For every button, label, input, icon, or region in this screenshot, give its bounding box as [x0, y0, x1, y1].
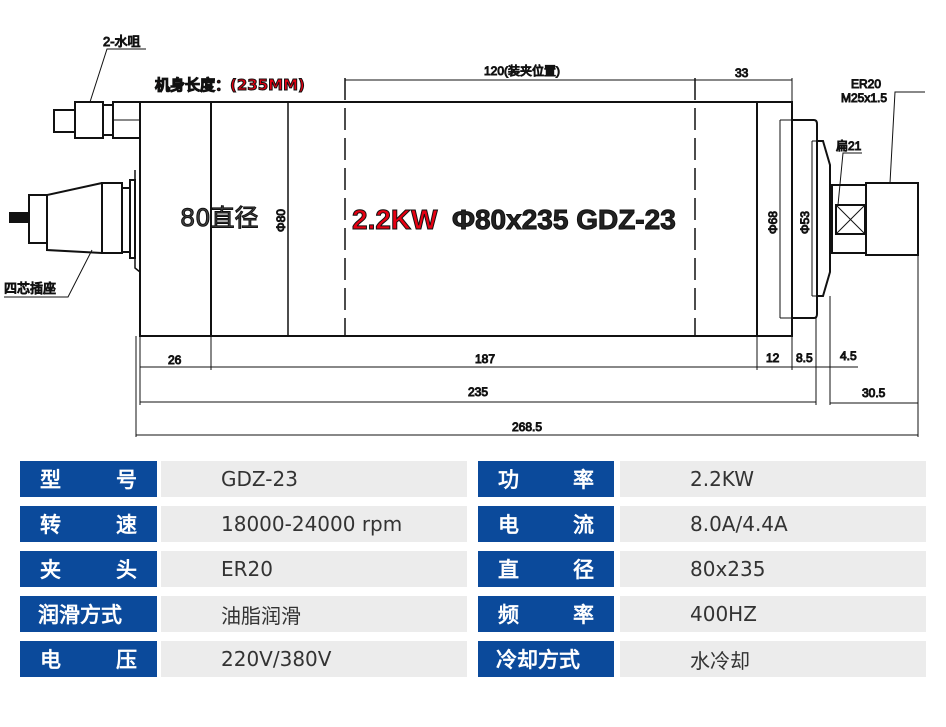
spec-label-speed: 转速: [20, 506, 157, 542]
diameter-label: 80直径: [180, 204, 259, 232]
dim-8-5: 8.5: [796, 351, 813, 365]
label-char: 率: [573, 468, 594, 492]
spec-label-diameter: 直径: [478, 551, 614, 587]
spindle-nose: [831, 182, 919, 256]
label-char: 直: [498, 558, 519, 582]
spec-value-voltage: 220V/380V: [161, 641, 467, 677]
front-flange: [779, 119, 831, 319]
label-char: 功: [498, 468, 519, 492]
label-char: 频: [498, 603, 519, 627]
phi53-label: Φ53: [798, 211, 812, 234]
label-char: 头: [116, 558, 137, 582]
four-pin-socket: [9, 170, 141, 273]
dim-33: 33: [735, 66, 749, 80]
spindle-technical-drawing: 2-水咀 机身长度：(235MM) 四芯插座 80直径 Φ80 Φ68 Φ53 …: [4, 34, 925, 437]
spec-value-current: 8.0A/4.4A: [620, 506, 926, 542]
phi80-label: Φ80: [274, 209, 288, 232]
label-char: 型: [40, 468, 61, 492]
dimension-lines: [135, 78, 919, 437]
leader-lines: [4, 48, 925, 298]
spec-label-cooling: 冷却方式: [478, 641, 614, 677]
spec-label-voltage: 电压: [20, 641, 157, 677]
label-char: 流: [573, 513, 594, 537]
socket-label: 四芯插座: [4, 281, 56, 296]
nozzle-label: 2-水咀: [103, 34, 141, 49]
dim-235: 235: [468, 385, 488, 399]
spec-label-model: 型号: [20, 461, 157, 497]
spec-value-model: GDZ-23: [161, 461, 467, 497]
model-title: Φ80x235 GDZ-23: [452, 204, 676, 235]
spindle-body: [139, 78, 793, 337]
label-char: 率: [573, 603, 594, 627]
label-char: 径: [573, 558, 594, 582]
label-char: 夹: [40, 558, 61, 582]
thread-label: M25x1.5: [841, 91, 887, 105]
label-char: 速: [116, 513, 137, 537]
dim-clamp: 120(装夹位置): [484, 63, 560, 78]
dim-26: 26: [168, 353, 182, 367]
dim-187: 187: [475, 352, 495, 366]
spec-value-speed: 18000-24000 rpm: [161, 506, 467, 542]
label-char: 压: [116, 648, 137, 672]
dim-268-5: 268.5: [512, 420, 542, 434]
spec-value-lubrication: 油脂润滑: [161, 596, 467, 632]
dim-12: 12: [766, 351, 780, 365]
dim-30-5: 30.5: [862, 386, 886, 400]
spec-value-cooling: 水冷却: [620, 641, 926, 677]
spec-label-collet: 夹头: [20, 551, 157, 587]
flat-label: 扁21: [836, 139, 862, 153]
spec-label-frequency: 频率: [478, 596, 614, 632]
phi68-label: Φ68: [766, 211, 780, 234]
label-char: 电: [498, 513, 519, 537]
spec-value-collet: ER20: [161, 551, 467, 587]
label-char: 号: [116, 468, 137, 492]
spec-label-current: 电流: [478, 506, 614, 542]
collet-label: ER20: [851, 77, 881, 91]
spec-label-lubrication: 润滑方式: [20, 596, 157, 632]
label-char: 转: [40, 513, 61, 537]
spec-value-diameter: 80x235: [620, 551, 926, 587]
spec-label-power: 功率: [478, 461, 614, 497]
body-length-label: 机身长度：(235MM): [155, 76, 305, 94]
spec-value-power: 2.2KW: [620, 461, 926, 497]
water-nozzle: [53, 101, 141, 139]
label-char: 电: [40, 648, 61, 672]
collet-nut: [865, 182, 919, 256]
spec-value-frequency: 400HZ: [620, 596, 926, 632]
dim-4-5: 4.5: [840, 349, 857, 363]
power-title: 2.2KW: [352, 204, 438, 235]
